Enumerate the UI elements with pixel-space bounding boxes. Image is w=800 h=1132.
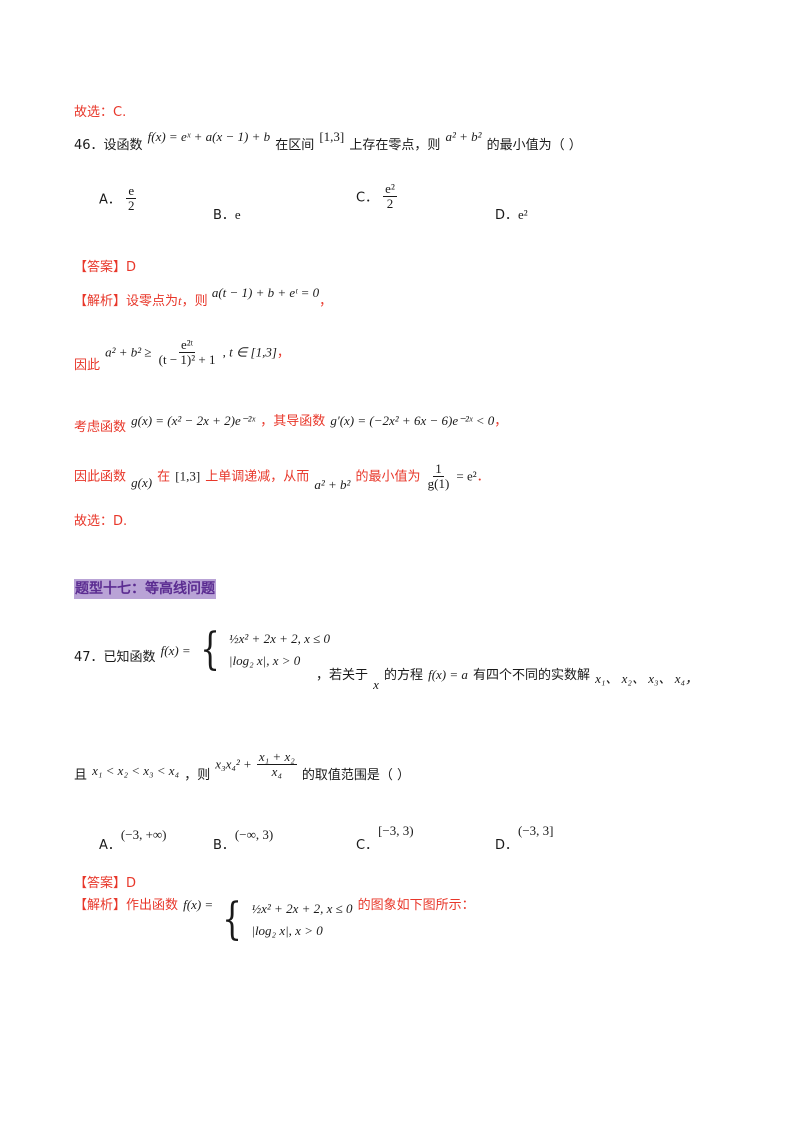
q47-option-c: C．[−3, 3) (356, 823, 414, 853)
q46-answer: 【答案】D (74, 260, 137, 275)
q46-number: 46．设函数 (74, 138, 143, 153)
q46-interval: [1,3] (319, 129, 345, 144)
q46-analysis-line-4: 因此函数 g(x) 在 [1,3] 上单调递减，从而 a² + b² 的最小值为… (74, 461, 490, 492)
q47-option-b: B．(−∞, 3) (213, 827, 274, 853)
q46-option-d: D．e² (495, 207, 528, 223)
question-47: 47．已知函数 f(x) = { ½x² + 2x + 2, x ≤ 0 |lo… (74, 624, 331, 675)
piecewise-cases-2: ½x² + 2x + 2, x ≤ 0 |log₂ x|, x > 0 (251, 901, 353, 938)
q47-option-d: D．(−3, 3] (495, 823, 554, 853)
piecewise-brace-2: { (222, 894, 243, 945)
piecewise-cases: ½x² + 2x + 2, x ≤ 0 |log₂ x|, x > 0 (228, 631, 331, 668)
q46-option-b: B．e (213, 207, 241, 223)
question-46: 46．设函数 f(x) = eˣ + a(x − 1) + b 在区间 [1,3… (74, 129, 582, 153)
q47-analysis-line-1: 【解析】作出函数 f(x) = { ½x² + 2x + 2, x ≤ 0 |l… (74, 894, 475, 945)
q46-end: 的最小值为（ ） (486, 138, 582, 153)
q46-function: f(x) = eˣ + a(x − 1) + b (147, 129, 271, 144)
q47-option-a: A．(−3, +∞) (99, 827, 167, 853)
q46-analysis-line-2: 因此 a² + b² ≥ e²ᵗ(t − 1)² + 1 , t ∈ [1,3]… (74, 337, 290, 373)
previous-answer: 故选：C. (74, 105, 127, 120)
q46-analysis-line-3: 考虑函数 g(x) = (x² − 2x + 2)e⁻²ˣ ，其导函数 g′(x… (74, 413, 508, 435)
q46-mid: 在区间 (275, 138, 315, 153)
q47-answer: 【答案】D (74, 876, 137, 891)
q46-analysis-line-1: 【解析】设零点为t，则 a(t − 1) + b + eᵗ = 0， (74, 285, 333, 309)
q46-final-answer: 故选：D. (74, 514, 128, 529)
question-47-continued: ，若关于 x 的方程 f(x) = a 有四个不同的实数解 x₁、 x₂、 x₃… (316, 667, 699, 692)
analysis-2-fraction: e²ᵗ(t − 1)² + 1 (158, 337, 216, 367)
q46-tail: 上存在零点，则 (349, 138, 441, 153)
piecewise-brace: { (199, 624, 220, 675)
q46-expr: a² + b² (445, 129, 482, 144)
section-title: 题型十七：等高线问题 (74, 579, 216, 599)
